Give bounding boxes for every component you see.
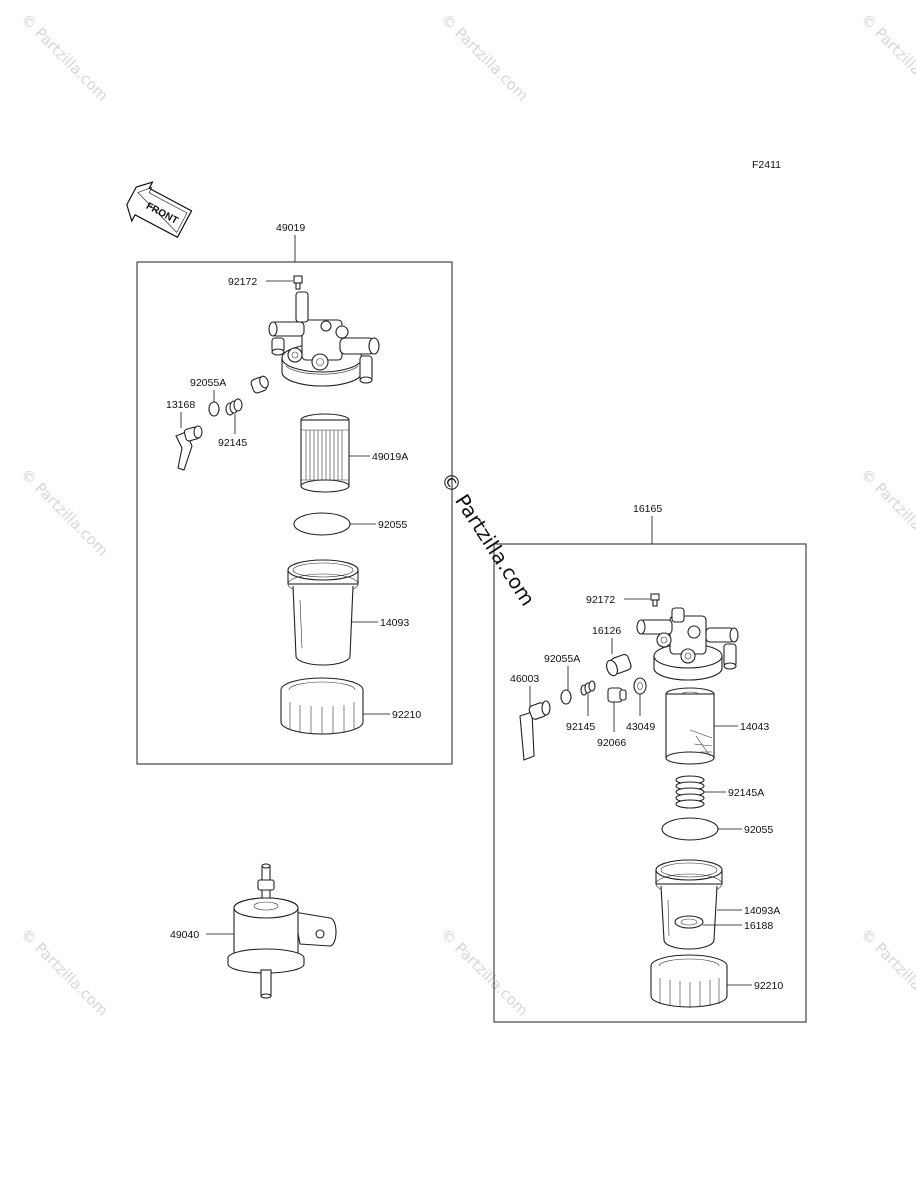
o-ring-part[interactable] <box>208 401 220 417</box>
fuel-filter-part[interactable] <box>227 863 337 999</box>
watermark: © Partzilla.com <box>857 10 916 105</box>
bowl-part[interactable] <box>655 859 723 950</box>
figure-code: F2411 <box>752 159 781 171</box>
ring-nut-part[interactable] <box>280 677 364 735</box>
part-label[interactable]: 49040 <box>170 929 199 941</box>
assembly-number: 16165 <box>633 503 662 515</box>
banjo-fitting-part[interactable] <box>605 653 633 677</box>
watermark: © Partzilla.com <box>437 10 532 105</box>
plug-part[interactable] <box>607 687 627 703</box>
part-label[interactable]: 92145 <box>566 721 595 733</box>
part-label[interactable]: 92172 <box>586 594 615 606</box>
small-spring-part[interactable] <box>580 680 596 696</box>
assembly-49019: 49019 92172 <box>136 222 453 765</box>
o-ring-part[interactable] <box>560 689 572 705</box>
filter-head-part[interactable] <box>268 291 380 387</box>
part-label[interactable]: 16188 <box>744 920 773 932</box>
part-label[interactable]: 16126 <box>592 625 621 637</box>
part-label[interactable]: 92055A <box>544 653 580 665</box>
watermark: © Partzilla.com <box>437 925 532 1020</box>
ring-nut-part[interactable] <box>650 954 728 1008</box>
part-label[interactable]: 92055A <box>190 377 226 389</box>
watermark: © Partzilla.com <box>17 10 112 105</box>
standalone-part-49040: 49040 <box>170 863 337 999</box>
part-label[interactable]: 92066 <box>597 737 626 749</box>
bowl-part[interactable] <box>287 559 359 666</box>
bleed-screw-part[interactable] <box>293 275 303 290</box>
lever-part[interactable] <box>519 700 551 761</box>
part-label[interactable]: 13168 <box>166 399 195 411</box>
part-label[interactable]: 92055 <box>744 824 773 836</box>
spring-part[interactable] <box>675 775 705 809</box>
part-label[interactable]: 46003 <box>510 673 539 685</box>
fitting-part[interactable] <box>250 375 270 394</box>
filter-head-part[interactable] <box>636 607 739 681</box>
float-ring-part[interactable] <box>674 915 704 929</box>
washer-part[interactable] <box>633 677 647 695</box>
filter-element-part[interactable] <box>665 687 715 765</box>
part-label[interactable]: 92210 <box>754 980 783 992</box>
part-label[interactable]: 92172 <box>228 276 257 288</box>
part-label[interactable]: 49019A <box>372 451 408 463</box>
watermark: © Partzilla.com <box>17 465 112 560</box>
small-spring-part[interactable] <box>225 398 243 416</box>
filter-element-part[interactable] <box>300 413 350 493</box>
assembly-number: 49019 <box>276 222 305 234</box>
o-ring-large-part[interactable] <box>661 817 719 841</box>
part-label[interactable]: 92210 <box>392 709 421 721</box>
part-label[interactable]: 14093 <box>380 617 409 629</box>
watermark: © Partzilla.com <box>857 925 916 1020</box>
part-label[interactable]: 92055 <box>378 519 407 531</box>
assembly-frame <box>136 261 453 765</box>
lever-part[interactable] <box>175 425 203 471</box>
part-label[interactable]: 92145A <box>728 787 764 799</box>
assembly-16165: 16165 92172 16126 <box>493 503 807 1023</box>
watermark: © Partzilla.com <box>857 465 916 560</box>
part-label[interactable]: 14093A <box>744 905 780 917</box>
watermark: © Partzilla.com <box>17 925 112 1020</box>
front-arrow-icon: FRONT <box>126 181 193 239</box>
bleed-screw-part[interactable] <box>650 593 660 607</box>
o-ring-large-part[interactable] <box>293 512 351 536</box>
part-label[interactable]: 14043 <box>740 721 769 733</box>
center-watermark: © Partzilla.com <box>436 468 540 611</box>
part-label[interactable]: 92145 <box>218 437 247 449</box>
assembly-frame <box>493 543 807 1023</box>
part-label[interactable]: 43049 <box>626 721 655 733</box>
